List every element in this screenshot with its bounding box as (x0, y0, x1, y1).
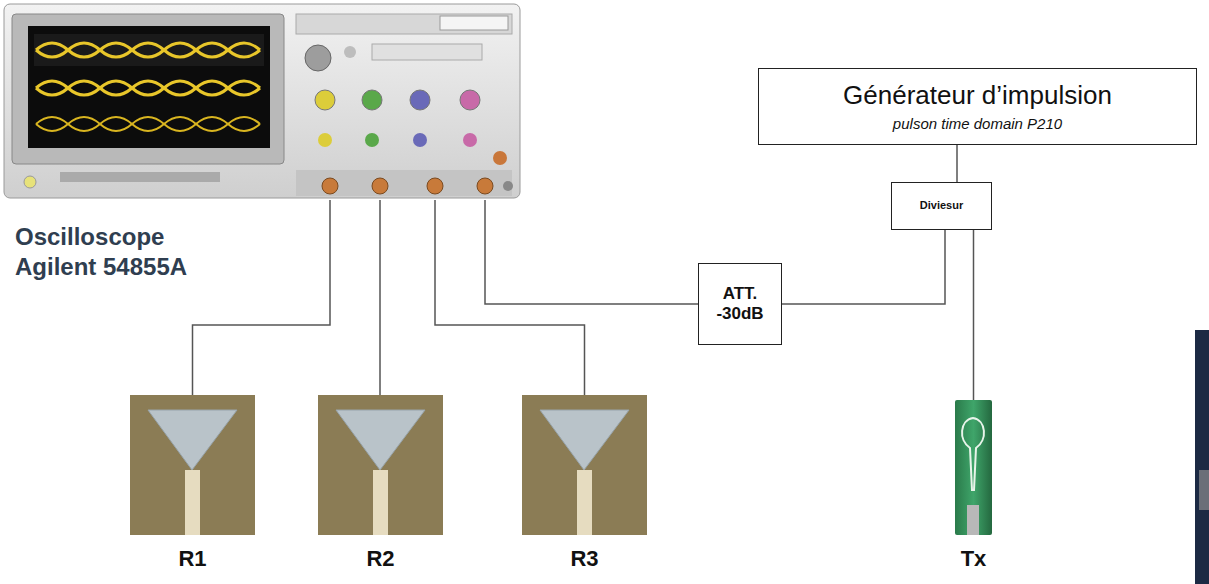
part-label: R1 (110, 545, 275, 573)
oscilloscope-picture (4, 4, 520, 198)
box-text: Générateur d’impulsion pulson time domain… (759, 76, 1196, 137)
oscilloscope: Oscilloscope Agilent 54855A (0, 0, 525, 200)
cable (973, 230, 975, 400)
splitter-box: Diviesur (891, 182, 992, 230)
generator-box: Générateur d’impulsion pulson time domain… (758, 68, 1197, 145)
box-label: Diviesur (898, 199, 985, 212)
cable (485, 200, 698, 304)
antenna-picture (318, 395, 443, 535)
box-label: ATT. -30dB (705, 284, 775, 325)
cable (435, 200, 585, 395)
receiver-antenna: R2 (318, 395, 443, 535)
part-label: Tx (915, 545, 1032, 573)
part-label: Oscilloscope Agilent 54855A (15, 222, 205, 282)
box-label: Générateur d’impulsion (765, 80, 1190, 111)
antenna-picture (522, 395, 647, 535)
receiver-antenna: R1 (130, 395, 255, 535)
photo-edge (1195, 330, 1209, 584)
box-text: ATT. -30dB (699, 280, 781, 329)
cable (193, 200, 331, 395)
part-label: R2 (298, 545, 463, 573)
receiver-antenna: R3 (522, 395, 647, 535)
cable (782, 230, 945, 304)
cable (956, 145, 958, 182)
cable (379, 200, 381, 395)
box-text: Diviesur (892, 195, 991, 216)
part-label: R3 (502, 545, 667, 573)
attenuator-box: ATT. -30dB (698, 263, 782, 345)
transmitter-antenna: Tx (955, 400, 992, 535)
box-subtitle: pulson time domain P210 (765, 115, 1190, 133)
antenna-picture (955, 400, 992, 535)
antenna-picture (130, 395, 255, 535)
